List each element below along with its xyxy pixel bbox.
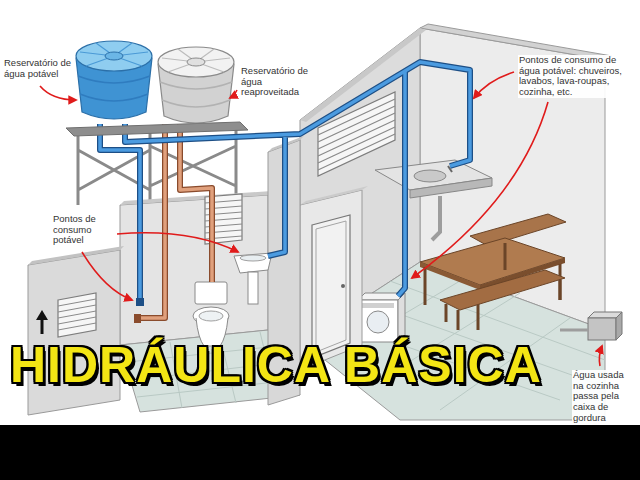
- leader-arrows: [412, 102, 548, 278]
- toilet: [195, 282, 227, 304]
- door-wall: [341, 284, 345, 288]
- kitchen-sink: [414, 170, 446, 182]
- grease-box: [560, 329, 588, 332]
- table-and-benches: [440, 270, 565, 310]
- potable-water-tank: [76, 41, 152, 71]
- bathroom-sink: [240, 255, 266, 261]
- flow-arrow: [41, 318, 44, 334]
- leader-arrows: [117, 233, 238, 252]
- left-exterior-wall: [28, 246, 124, 265]
- bathroom-sink: [234, 253, 272, 304]
- potable-water-pipes: [136, 298, 144, 306]
- reused-water-pipes: [140, 124, 212, 318]
- door-wall: [316, 221, 346, 352]
- kitchen-window: [318, 99, 395, 170]
- kitchen-sink: [432, 196, 440, 240]
- bathroom-sink: [248, 272, 258, 304]
- grease-box: [616, 312, 622, 340]
- reused-water-pipes: [140, 124, 212, 318]
- left-exterior-wall: [58, 293, 96, 337]
- leader-arrows: [599, 346, 602, 366]
- reused-water-tank: [162, 49, 230, 72]
- potable-water-tank: [80, 43, 148, 66]
- table-and-benches: [470, 214, 566, 246]
- reused-water-tank: [158, 47, 234, 77]
- reused-water-tank: [160, 82, 232, 107]
- kitchen-sink: [375, 160, 492, 240]
- leader-arrows: [40, 72, 602, 366]
- washing-machine: [358, 293, 405, 342]
- bottom-band: [0, 425, 640, 480]
- potable-water-pipes: [100, 62, 470, 306]
- reused-water-tank: [187, 58, 205, 66]
- potable-water-pipes: [100, 62, 470, 300]
- tank-stand: [66, 122, 248, 136]
- potable-water-pipes: [100, 62, 470, 300]
- door-wall: [312, 215, 350, 358]
- kitchen-window: [318, 92, 395, 176]
- flow-arrow: [36, 310, 48, 334]
- left-exterior-wall: [58, 299, 96, 330]
- bathroom-sink: [234, 253, 272, 273]
- leader-arrows: [82, 252, 132, 300]
- tank-stand: [66, 122, 248, 136]
- grease-box: [588, 318, 616, 340]
- leader-arrows: [40, 86, 76, 100]
- washing-machine: [367, 311, 389, 333]
- washing-machine: [358, 300, 398, 342]
- callout-label: Pontos de consumo potável: [52, 214, 116, 246]
- reused-water-tank: [158, 47, 234, 123]
- callout-label: Água usada na cozinha passa pela caixa d…: [572, 370, 636, 423]
- door-wall: [300, 186, 368, 205]
- toilet: [193, 282, 229, 346]
- table-and-benches: [446, 280, 560, 330]
- callout-label: Reservatório de água reaproveitada: [240, 66, 314, 98]
- callout-label: Reservatório de água potável: [3, 58, 75, 79]
- reused-water-pipes: [134, 314, 141, 323]
- background: [0, 0, 640, 425]
- title-banner: HIDRÁULICA BÁSICA: [10, 336, 542, 394]
- potable-water-tank: [78, 76, 150, 101]
- toilet: [199, 311, 223, 321]
- leader-arrows: [474, 72, 514, 98]
- table-and-benches: [420, 214, 566, 330]
- potable-water-tank: [76, 41, 152, 119]
- washing-machine: [398, 293, 405, 342]
- grease-box: [560, 312, 622, 340]
- leader-arrows: [230, 90, 237, 98]
- reused-water-pipes: [134, 124, 212, 323]
- kitchen-window: [318, 92, 395, 176]
- callout-label: Pontos de consumo de água potável: chuve…: [518, 55, 636, 98]
- potable-water-tank: [105, 52, 123, 60]
- washing-machine: [362, 303, 394, 308]
- flow-arrow: [36, 310, 48, 320]
